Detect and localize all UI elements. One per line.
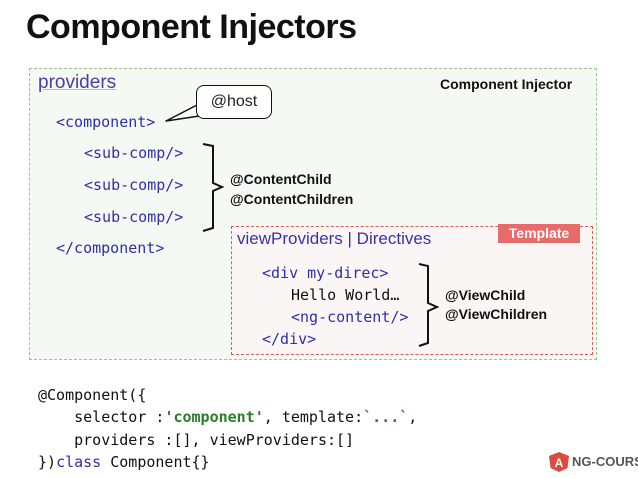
component-decl-line-3: providers :[], viewProviders:[] — [38, 431, 354, 449]
component-injector-label: Component Injector — [440, 76, 573, 92]
view-bracket — [418, 263, 440, 347]
providers-label: providers — [38, 72, 117, 93]
decl-template-key: , template: — [263, 408, 364, 426]
decl-class-keyword: class — [56, 453, 102, 471]
page-title: Component Injectors — [26, 8, 357, 46]
content-child-decorator: @ContentChild — [230, 171, 332, 187]
component-open-tag: <component> — [56, 113, 156, 131]
decl-comma: , — [408, 408, 418, 426]
sub-comp-tag-2: <sub-comp/> — [84, 176, 184, 194]
view-providers-label: viewProviders | Directives — [237, 229, 432, 248]
component-close-tag: </component> — [56, 239, 165, 257]
component-decl-line-2: selector :'component', template:`...`, — [38, 408, 417, 426]
component-decl-line-1: @Component({ — [38, 386, 146, 404]
div-close-tag: </div> — [262, 330, 317, 348]
div-open-tag: <div my-direc> — [262, 264, 389, 282]
ng-course-logo-text: NG-COURSE — [572, 454, 638, 469]
sub-comp-tag-1: <sub-comp/> — [84, 144, 184, 162]
decl-line-1-text: @Component({ — [38, 386, 147, 404]
content-bracket — [202, 143, 225, 232]
decl-line-3-text: providers :[], viewProviders:[] — [38, 431, 355, 449]
view-child-decorator: @ViewChild — [445, 287, 526, 303]
hello-world-text: Hello World… — [291, 286, 400, 304]
template-badge: Template — [498, 224, 580, 243]
decl-class-name: Component{} — [101, 453, 210, 471]
logo-letter: A — [555, 456, 564, 470]
decl-selector-value: 'component' — [164, 408, 264, 426]
ng-content-tag: <ng-content/> — [291, 308, 409, 326]
component-decl-line-4: })class Component{} — [38, 453, 210, 471]
decl-close-brace: }) — [38, 453, 57, 471]
host-callout: @host — [196, 85, 272, 119]
content-children-decorator: @ContentChildren — [230, 191, 354, 207]
view-children-decorator: @ViewChildren — [445, 306, 548, 322]
decl-selector-key: selector : — [38, 408, 165, 426]
ng-course-logo-icon: A — [549, 452, 569, 472]
decl-template-value: `...` — [363, 408, 409, 426]
sub-comp-tag-3: <sub-comp/> — [84, 208, 184, 226]
template-box — [231, 226, 593, 355]
